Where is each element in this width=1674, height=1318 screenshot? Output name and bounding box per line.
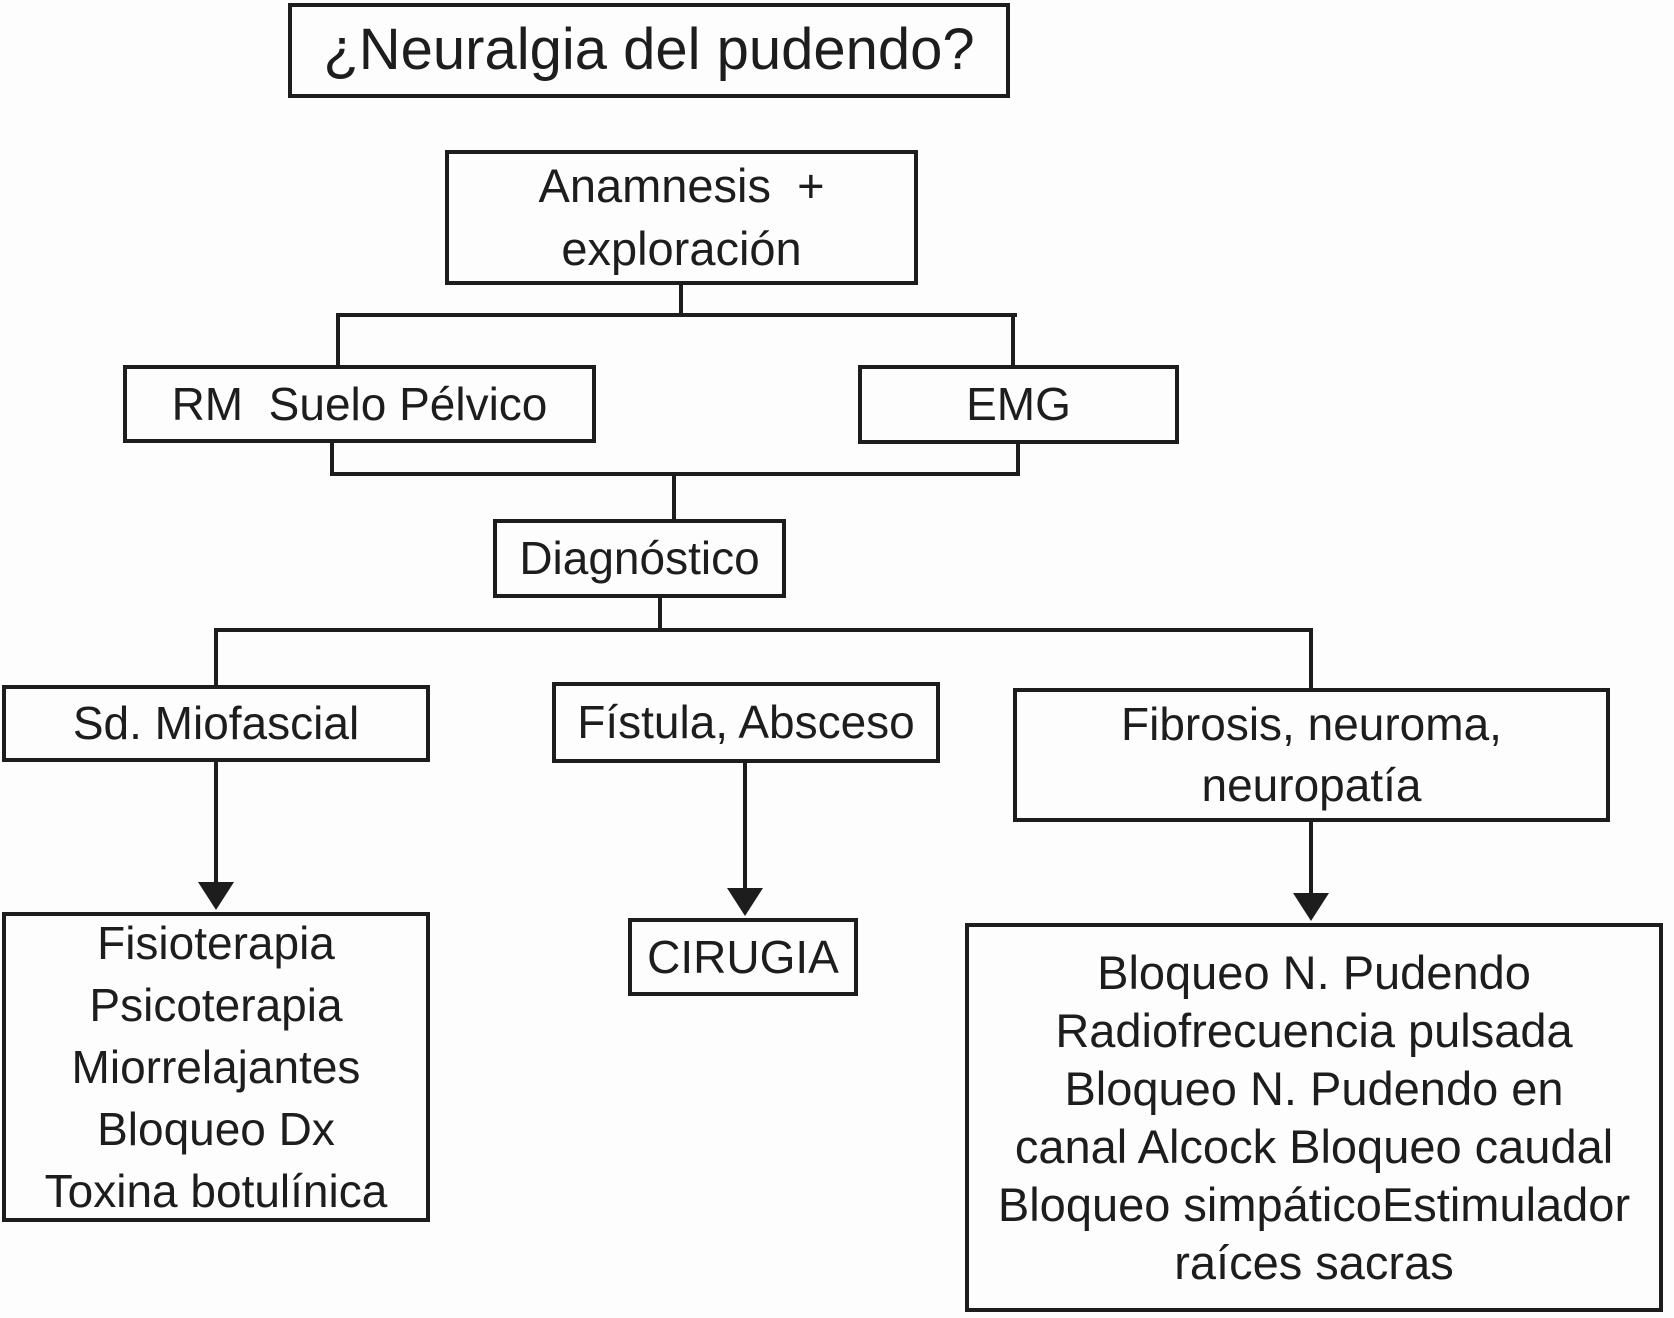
node-fistula-absceso: Fístula, Absceso: [552, 682, 940, 763]
connector-into-diagnostico: [672, 472, 676, 521]
node-miofascial-treatments: Fisioterapia Psicoterapia Miorrelajantes…: [2, 912, 430, 1222]
arrow-fistula-to-cirugia-shaft: [743, 761, 747, 890]
connector-into-miofascial: [214, 628, 218, 687]
connector-into-emg: [1011, 313, 1015, 367]
node-sd-miofascial: Sd. Miofascial: [2, 685, 430, 762]
connector-from-diagnostico: [658, 596, 662, 632]
arrowhead-down-icon: [727, 888, 763, 916]
node-diagnostico: Diagnóstico: [493, 519, 786, 598]
connector-from-emg: [1016, 442, 1020, 476]
node-fibrosis-treatments: Bloqueo N. Pudendo Radiofrecuencia pulsa…: [965, 923, 1663, 1312]
connector-into-fibrosis: [1309, 628, 1313, 690]
connector-into-rm: [336, 313, 340, 367]
arrowhead-down-icon: [1293, 893, 1329, 921]
node-anamnesis-exploracion: Anamnesis + exploración: [445, 150, 918, 285]
connector-split-rm-emg: [336, 313, 1017, 317]
node-fibrosis-neuroma-neuropatia: Fibrosis, neuroma, neuropatía: [1013, 688, 1610, 822]
node-rm-suelo-pelvico: RM Suelo Pélvico: [123, 365, 596, 443]
node-cirugia: CIRUGIA: [628, 918, 858, 996]
connector-from-rm: [330, 441, 334, 476]
arrow-miofascial-to-treatment-shaft: [214, 760, 218, 884]
connector-split-branches: [214, 628, 1313, 632]
connector-anamnesis-down: [679, 283, 683, 317]
title-box: ¿Neuralgia del pudendo?: [288, 3, 1010, 98]
node-emg: EMG: [858, 365, 1179, 444]
arrowhead-down-icon: [198, 882, 234, 910]
arrow-fibrosis-to-treatment-shaft: [1309, 820, 1313, 895]
